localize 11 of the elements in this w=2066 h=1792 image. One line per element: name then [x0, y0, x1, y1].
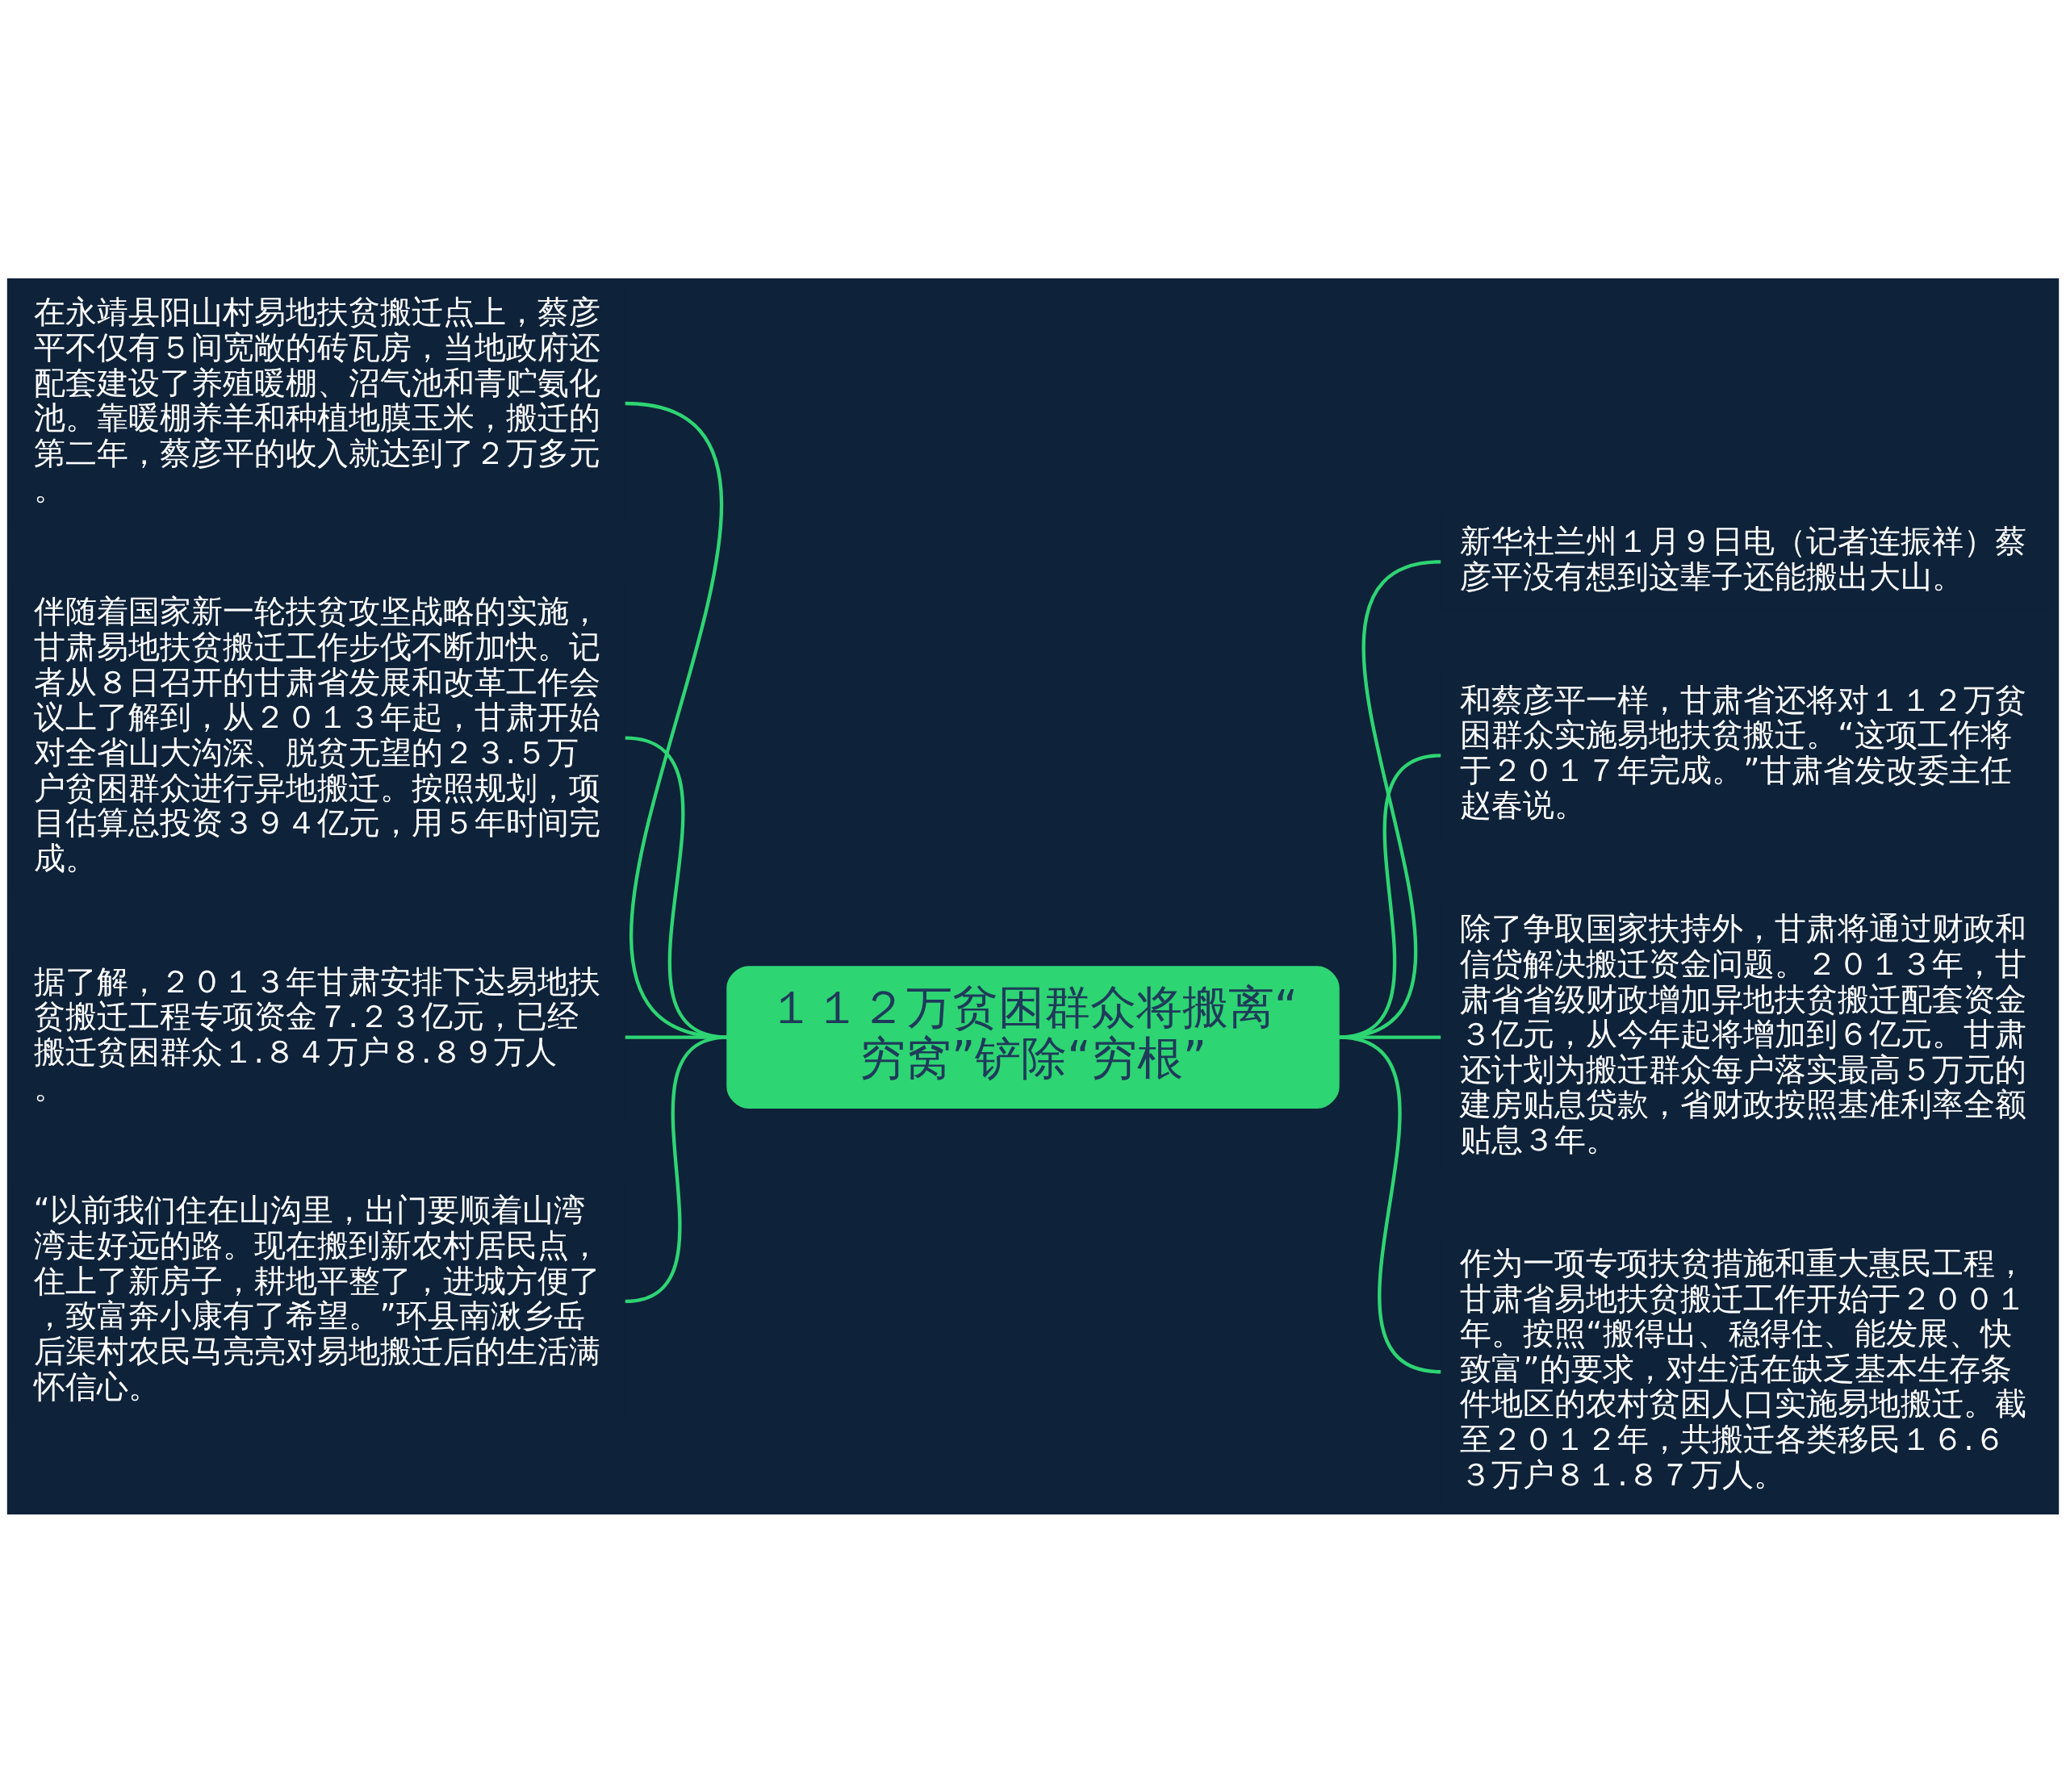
node-text: 和蔡彦平一样，甘肃省还将对１１２万贫困群众实施易地扶贫搬迁。“这项工作将于２０１７年完成。”甘肃省发改委主任赵春说。 [1460, 681, 2027, 823]
connector [1338, 1034, 1441, 1373]
node-text: 除了争取国家扶持外，甘肃将通过财政和信贷解决搬迁资金问题。２０１３年，甘肃省省级财政增加异地扶贫搬迁配套资金３亿元，从今年起将增加到６亿元。甘肃还计划为搬迁群众每户落实最高５万元的建房贴息贷款，省财政按照基准利率全额贴息３年。 [1460, 909, 2027, 1158]
node-text: 在永靖县阳山村易地扶贫搬迁点上，蔡彦平不仅有５间宽敞的砖瓦房，当地政府还配套建设了养殖暖棚、沼气池和青贮氨化池。靠暖棚养羊和种植地膜玉米，搬迁的第二年，蔡彦平的收入就达到了２万多元。 [33, 293, 600, 507]
node-box: １１２万贫困群众将搬离“穷窝”铲除“穷根” [726, 965, 1340, 1109]
node-text: 伴随着国家新一轮扶贫攻坚战略的实施，甘肃易地扶贫搬迁工作步伐不断加快。记者从８日召开的甘肃省发展和改革工作会议上了解到，从２０１３年起，甘肃开始对全省山大沟深、脱贫无望的２３.５万户贫困群众进行异地搬迁。按照规划，项目估算总投资３９４亿元，用５年时间完成。 [33, 592, 600, 876]
node-text: 据了解，２０１３年甘肃安排下达易地扶贫搬迁工程专项资金７.２３亿元，已经搬迁贫困群众１.８４万户８.８９万人。 [33, 963, 600, 1105]
node-text: 作为一项专项扶贫措施和重大惠民工程，甘肃省易地扶贫搬迁工作开始于２００１年。按照“搬得出、稳得住、能发展、快致富”的要求，对生活在缺乏基本生存条件地区的农村贫困人口实施易地搬迁。截至２０１２年，共搬迁各类移民１６.６３万户８１.８７万人。 [1460, 1244, 2027, 1493]
node-text: “以前我们住在山沟里，出门要顺着山湾湾走好远的路。现在搬到新农村居民点，住上了新房子，耕地平整了，进城方便了，致富奔小康有了希望。”环县南湫乡岳后渠村农民马亮亮对易地搬迁后的生活满怀信心。 [33, 1191, 600, 1405]
node-text: 新华社兰州１月９日电（记者连振祥）蔡彦平没有想到这辈子还能搬出大山。 [1460, 522, 2027, 595]
connector [625, 1034, 728, 1303]
